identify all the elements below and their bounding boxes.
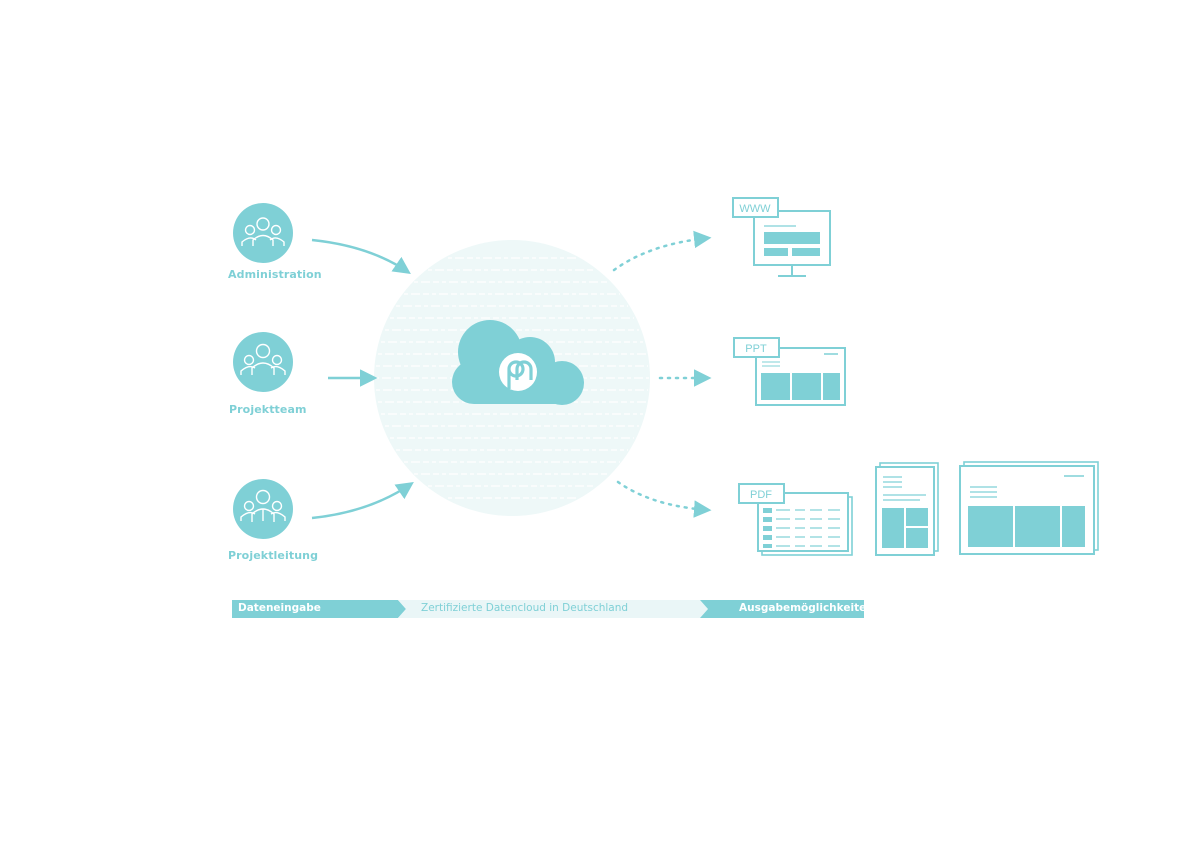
- step-label-ausgabe: Ausgabemöglichkeiten: [739, 602, 874, 614]
- input-projektleitung: [233, 479, 293, 539]
- input-administration: [233, 203, 293, 263]
- slide-icon: [733, 337, 846, 406]
- process-step-output: [700, 600, 864, 618]
- step-label-dateneingabe: Dateneingabe: [238, 602, 321, 614]
- label-projektleitung: Projektleitung: [228, 549, 319, 562]
- arrow-administration: [311, 238, 411, 274]
- process-step-input: [232, 600, 406, 618]
- portrait-document-icon: [875, 462, 939, 556]
- step-label-datencloud: Zertifizierte Datencloud in Deutschland: [421, 602, 629, 614]
- label-administration: Administration: [228, 268, 322, 281]
- arrow-output-pdf: [616, 480, 712, 518]
- arrow-projektleitung: [311, 482, 414, 520]
- landscape-document-icon: [959, 461, 1099, 555]
- process-step-cloud: [398, 600, 708, 618]
- tag-www: WWW: [739, 203, 771, 215]
- document-stack-icon: [738, 483, 853, 556]
- leader-icon: [240, 489, 286, 522]
- tag-pdf: PDF: [750, 489, 772, 501]
- label-projektteam: Projektteam: [229, 403, 307, 416]
- process-bar: [232, 600, 864, 618]
- arrow-output-www: [612, 230, 712, 272]
- monitor-icon: [732, 197, 831, 277]
- team-icon: [240, 343, 286, 375]
- group-icon: [241, 217, 285, 246]
- pn-logo-icon: [499, 353, 537, 391]
- tag-ppt: PPT: [745, 343, 767, 355]
- input-projektteam: [233, 332, 293, 392]
